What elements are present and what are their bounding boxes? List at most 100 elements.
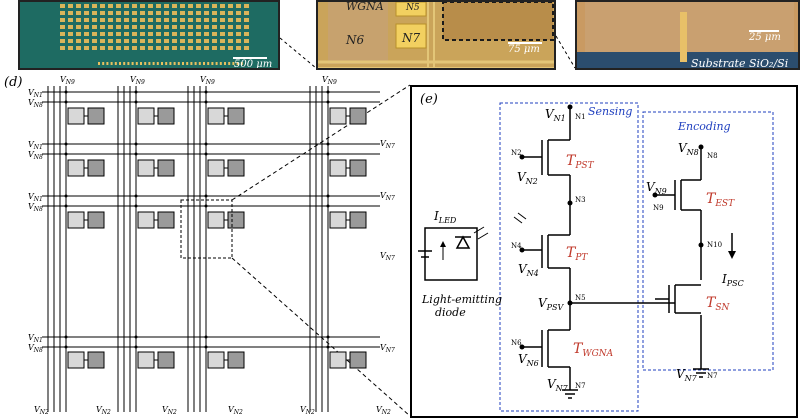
led-caption-line2: diode — [435, 306, 466, 319]
encoding-box — [642, 111, 774, 371]
chip-pad — [124, 25, 129, 29]
chip-pad — [180, 4, 185, 8]
chip-pad — [132, 18, 137, 22]
chip-pad — [212, 4, 217, 8]
chip-pad — [196, 4, 201, 8]
unit-cell-pattern: WGNA N5 N6 N7 — [318, 2, 554, 68]
chip-pad — [204, 18, 209, 22]
right-rail-label: VN7 — [380, 251, 395, 262]
chip-pad — [76, 18, 81, 22]
chip-pad — [116, 4, 121, 8]
chip-pad — [244, 39, 249, 43]
chip-pad — [220, 11, 225, 15]
right-rail-label: VN7 — [380, 343, 395, 354]
chip-pad — [100, 32, 105, 36]
chip-pad — [124, 18, 129, 22]
chip-pad — [204, 32, 209, 36]
unit-cell-photo: WGNA N5 N6 N7 75 μm — [316, 0, 556, 70]
vn2-label: VN2 — [517, 170, 538, 186]
device-photo: 25 μm Substrate SiO₂/Si — [575, 0, 800, 70]
chip-pad — [60, 25, 65, 29]
chip-pad — [220, 18, 225, 22]
encoder-cell — [87, 107, 105, 125]
chip-pad — [84, 32, 89, 36]
chip-pad — [148, 32, 153, 36]
vn8-label: VN8 — [678, 141, 699, 157]
sensor-cell — [137, 351, 155, 369]
chip-pad — [68, 18, 73, 22]
chip-pad — [156, 18, 161, 22]
sensor-cell — [329, 211, 347, 229]
chip-pad — [172, 4, 177, 8]
chip-pad — [164, 4, 169, 8]
chip-pad — [188, 11, 193, 15]
chip-pad — [220, 39, 225, 43]
top-column-label: VN9 — [200, 75, 215, 86]
chip-pad — [124, 4, 129, 8]
chip-pad — [148, 4, 153, 8]
vn9-label: VN9 — [646, 180, 667, 196]
chip-pad — [140, 46, 145, 50]
bottom-column-label: VN2 — [300, 405, 315, 416]
sensor-cell — [67, 211, 85, 229]
right-rail-label: VN7 — [380, 191, 395, 202]
vn6-label: VN6 — [518, 352, 539, 368]
unit-scale-label: 75 μm — [508, 44, 540, 55]
chip-pad — [68, 11, 73, 15]
chip-pad — [180, 39, 185, 43]
unit-label-n7: N7 — [401, 31, 421, 45]
chip-pad — [76, 4, 81, 8]
chip-pad — [164, 46, 169, 50]
chip-pad — [92, 4, 97, 8]
chip-pad — [244, 46, 249, 50]
chip-pad — [196, 25, 201, 29]
t-pt-label: TPT — [566, 245, 588, 263]
chip-pad — [164, 25, 169, 29]
node-n7-encoding: N7 — [707, 372, 718, 380]
encoder-cell — [227, 211, 245, 229]
chip-pad — [92, 39, 97, 43]
chip-pad — [220, 32, 225, 36]
chip-pad — [132, 46, 137, 50]
chip-pad — [92, 46, 97, 50]
chip-pad — [164, 18, 169, 22]
chip-pad — [244, 11, 249, 15]
chip-pad — [228, 18, 233, 22]
sensor-cell — [67, 107, 85, 125]
chip-pad — [116, 11, 121, 15]
t-sn-label: TSN — [706, 295, 731, 313]
chip-pad — [84, 25, 89, 29]
chip-pad — [220, 25, 225, 29]
chip-pad — [132, 4, 137, 8]
chip-pad — [132, 25, 137, 29]
chip-pad — [172, 25, 177, 29]
sensor-cell — [67, 351, 85, 369]
node-n9: N9 — [653, 204, 664, 212]
chip-pad — [100, 46, 105, 50]
chip-pad — [156, 4, 161, 8]
chip-pad — [156, 39, 161, 43]
chip-pad — [180, 18, 185, 22]
zoom-line-top — [231, 84, 411, 201]
encoder-cell — [157, 159, 175, 177]
chip-pad — [100, 39, 105, 43]
encoder-cell — [349, 211, 367, 229]
chip-pad — [140, 25, 145, 29]
encoder-cell — [349, 351, 367, 369]
chip-array-pattern — [20, 2, 278, 68]
sensor-cell — [329, 159, 347, 177]
chip-pad — [212, 11, 217, 15]
bottom-column-label: VN2 — [376, 405, 391, 416]
chip-pad — [156, 25, 161, 29]
chip-pad — [76, 11, 81, 15]
chip-pad — [204, 46, 209, 50]
chip-pad — [100, 18, 105, 22]
chip-pad — [132, 32, 137, 36]
chip-pad — [124, 32, 129, 36]
encoder-cell — [227, 107, 245, 125]
chip-pad — [236, 4, 241, 8]
encoder-cell — [227, 159, 245, 177]
chip-pad — [204, 25, 209, 29]
node-n10: N10 — [707, 241, 722, 249]
chip-pad — [244, 4, 249, 8]
